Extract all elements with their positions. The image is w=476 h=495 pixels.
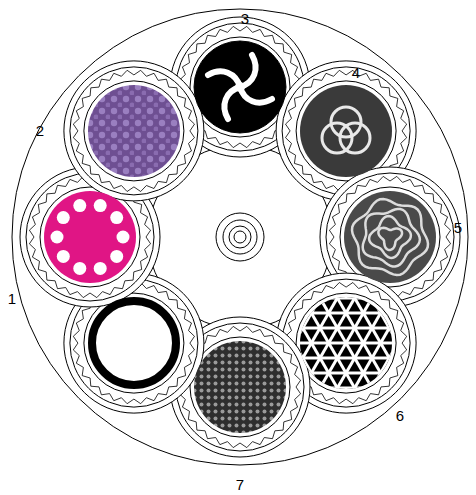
callout-number: 6 xyxy=(396,408,404,423)
hub-ring xyxy=(234,231,246,243)
gobo-magenta xyxy=(44,191,136,283)
callout-number: 2 xyxy=(36,123,44,138)
callout-number: 3 xyxy=(241,11,249,26)
hub-ring xyxy=(223,220,257,254)
callout-number: 4 xyxy=(352,65,360,80)
gobo-purple xyxy=(88,85,180,177)
wheel-rim xyxy=(12,9,468,465)
gobo-triquetra xyxy=(300,85,392,177)
gobo-swirl xyxy=(194,41,286,133)
open-slot xyxy=(92,301,176,385)
callout-number: 7 xyxy=(236,477,244,492)
gobo-holder xyxy=(64,61,204,201)
hub-ring xyxy=(216,213,264,261)
gobo-rose xyxy=(344,191,436,283)
gobo-dots xyxy=(194,341,286,433)
callout-number: 5 xyxy=(454,220,462,235)
callout-number: 1 xyxy=(8,291,16,306)
hub-ring xyxy=(229,226,251,248)
